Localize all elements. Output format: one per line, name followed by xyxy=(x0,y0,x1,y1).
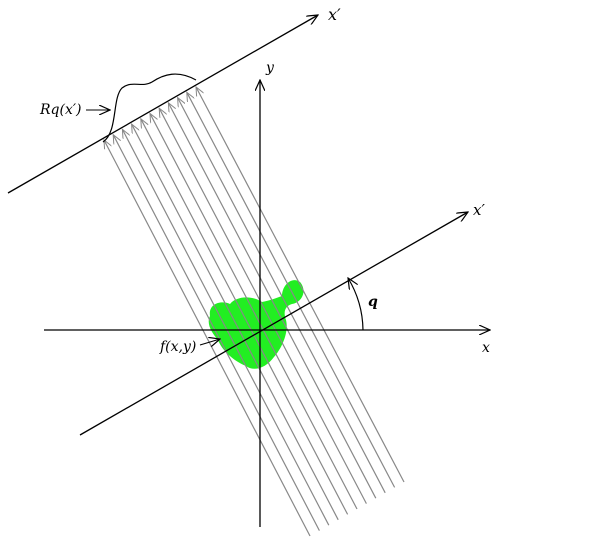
object-label-pointer xyxy=(199,339,220,345)
object-blob xyxy=(208,280,304,369)
y-axis-label: y xyxy=(265,60,275,76)
ray-line xyxy=(196,87,405,483)
ray-line xyxy=(104,140,311,537)
ray-line xyxy=(178,98,386,494)
x-prime-axis-line xyxy=(79,212,468,436)
x-axis-label: x xyxy=(482,340,490,356)
ray-line xyxy=(150,114,358,510)
ray-line xyxy=(122,129,330,526)
ray-line xyxy=(187,92,396,488)
parallel-rays xyxy=(104,87,405,537)
x-prime-top-label: x′ xyxy=(328,5,341,24)
ray-line xyxy=(141,119,349,515)
projection-profile-curve xyxy=(102,73,197,143)
angle-label: q xyxy=(368,294,378,310)
object-label: f(x,y) xyxy=(159,339,196,355)
ray-line xyxy=(159,108,367,504)
angle-arc xyxy=(348,278,364,331)
projection-label: Rq(x′) xyxy=(39,102,82,118)
ray-line xyxy=(113,135,320,531)
ray-line xyxy=(132,124,339,521)
projection-axis-line xyxy=(7,15,318,194)
x-prime-mid-label: x′ xyxy=(473,201,485,219)
ray-line xyxy=(168,103,377,499)
